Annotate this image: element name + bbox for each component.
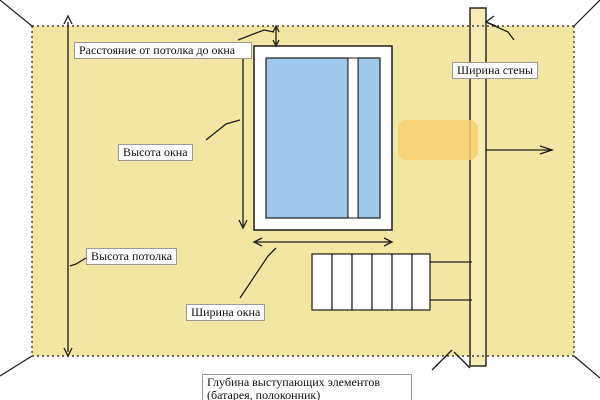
leader-window-width bbox=[239, 247, 277, 299]
corner-line-bottom-left bbox=[0, 355, 33, 377]
label-ceiling-to-window: Расстояние от потолка до окна bbox=[74, 42, 252, 59]
leader-window-height bbox=[205, 119, 241, 141]
label-window-width: Ширина окна bbox=[186, 304, 266, 321]
leader-ceiling-to-window bbox=[237, 29, 275, 41]
leader-ceiling-height bbox=[69, 257, 87, 267]
corner-line-top-left bbox=[0, 0, 33, 27]
label-ceiling-height: Высота потолка bbox=[86, 248, 178, 265]
window-glass-right bbox=[357, 57, 381, 219]
wall-thickness-strip bbox=[469, 7, 487, 367]
window-glass-left bbox=[265, 57, 349, 219]
window bbox=[253, 45, 393, 231]
leader-protruding-depth bbox=[431, 349, 453, 371]
protruding-depth-dimension bbox=[453, 351, 471, 369]
label-protruding-depth: Глубина выступающих элементов (батарея, … bbox=[202, 374, 412, 400]
window-mullion bbox=[347, 57, 359, 219]
radiator bbox=[311, 253, 472, 311]
ceiling-height-arrow-bottom bbox=[63, 347, 73, 358]
ceiling-height-arrow-top bbox=[63, 14, 73, 25]
corner-line-bottom-right bbox=[573, 355, 600, 379]
corner-line-top-right bbox=[573, 0, 600, 27]
orange-smudge-mark bbox=[398, 120, 478, 160]
label-window-height: Высота окна bbox=[118, 144, 193, 161]
label-wall-width: Ширина стены bbox=[452, 62, 539, 79]
